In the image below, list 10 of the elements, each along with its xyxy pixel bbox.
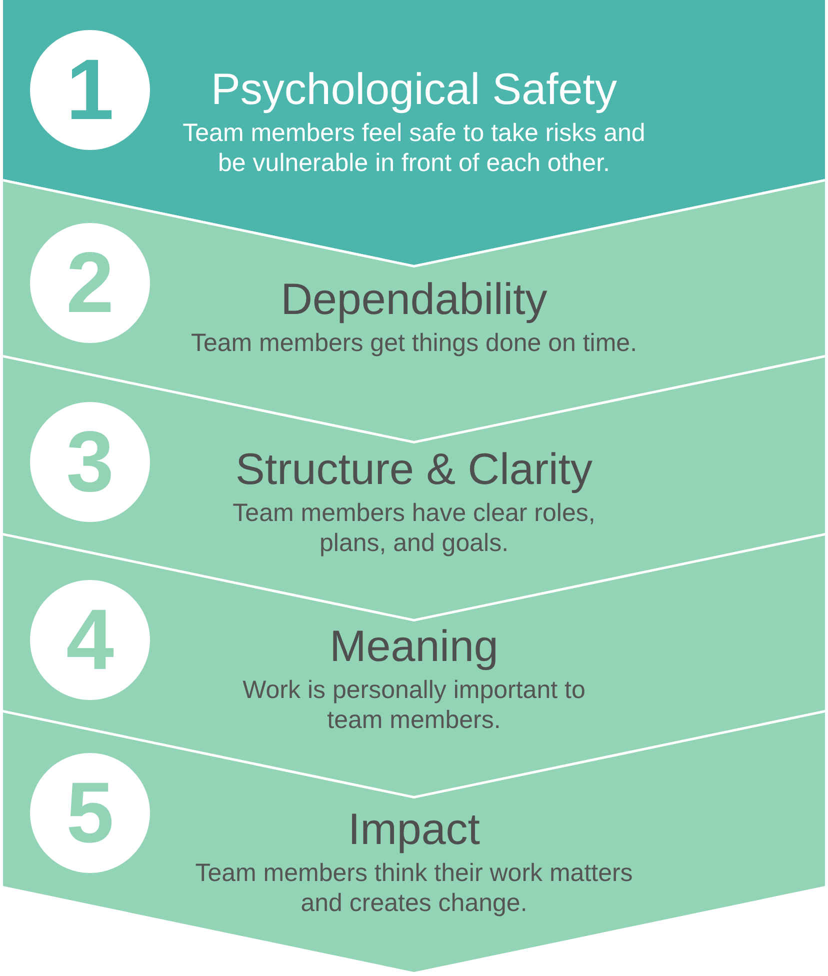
band-title: Impact: [348, 806, 480, 854]
band-description: Team members think their work matters and creates change.: [194, 858, 634, 918]
band-title: Dependability: [280, 276, 548, 324]
band-description: Team members feel safe to take risks and be vulnerable in front of each other.: [182, 118, 646, 178]
band-description: Team members have clear roles, plans, and goals.: [232, 498, 596, 558]
band-title: Meaning: [330, 623, 498, 671]
band-description: Team members get things done on time.: [190, 328, 638, 358]
band-title: Psychological Safety: [211, 66, 617, 114]
band-title: Structure & Clarity: [236, 446, 592, 494]
band-description: Work is personally important to team members.: [242, 675, 586, 735]
